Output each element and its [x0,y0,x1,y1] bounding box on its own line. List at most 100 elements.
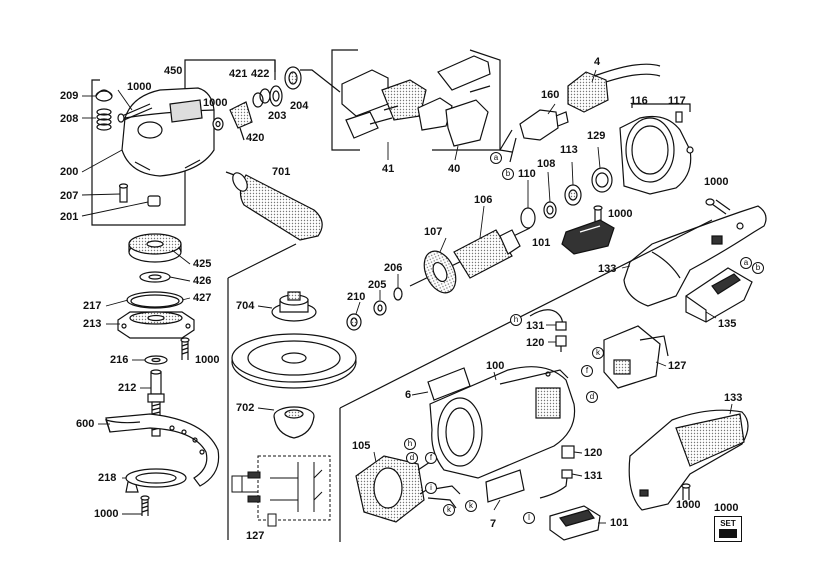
part-label-116: 116 [630,95,648,107]
label-6 [427,367,471,401]
part-label-701: 701 [272,166,291,178]
screw-1000-handle [705,198,731,215]
pin-207 [118,183,129,203]
screw-117 [675,111,683,123]
part-label-201: 201 [60,211,79,223]
connector-marker-h: h [510,314,522,326]
part-label-217: 217 [83,300,102,312]
part-label-218: 218 [98,472,117,484]
part-label-110: 110 [518,168,536,180]
connector-marker-d: d [406,452,418,464]
cover-101-bottom [549,505,601,541]
wheel-guard-600 [105,413,220,487]
connector-marker-a: a [490,152,502,164]
bearing-210 [346,313,362,331]
set-badge-icon [719,529,737,538]
power-cable-4 [567,63,661,113]
screw-1000-bottom [140,495,150,516]
part-label-1000: 1000 [704,176,729,188]
clamp-ring-218 [125,468,187,493]
part-label-135: 135 [718,318,737,330]
field-coil-105 [355,455,437,523]
connector-marker-f: f [581,365,593,377]
part-label-425: 425 [193,258,212,270]
part-label-133: 133 [724,392,743,404]
part-label-1000: 1000 [195,354,220,366]
bearing-204 [284,66,302,90]
terminal-120-top [555,335,567,352]
part-label-1000: 1000 [608,208,633,220]
rear-handle-133-lower [628,409,749,511]
part-label-127: 127 [246,530,265,542]
connector-marker-f: f [425,452,437,464]
part-label-421: 421 [229,68,248,80]
circlip-206 [393,287,403,301]
part-label-105: 105 [352,440,371,452]
part-label-1000: 1000 [127,81,152,93]
part-label-133: 133 [598,263,617,275]
part-label-100: 100 [486,360,505,372]
part-label-600: 600 [76,418,95,430]
part-label-120: 120 [526,337,545,349]
bearing-flange-213 [117,311,195,339]
screw-1000-flange [180,337,190,360]
cable-guard-160 [499,109,569,163]
part-label-120: 120 [584,447,603,459]
spring-208 [96,108,112,131]
flange-nut-704 [271,291,317,322]
screw-1000-cover [593,205,603,222]
connector-marker-k: k [592,347,604,359]
part-label-113: 113 [560,144,578,156]
pinion-420 [229,101,253,141]
circlip-217 [126,291,184,309]
part-label-117: 117 [668,95,686,107]
flange-702 [273,406,315,439]
part-label-127: 127 [668,360,687,372]
wire-131-bottom [539,469,573,499]
ring-108 [543,201,557,219]
part-label-420: 420 [246,132,265,144]
side-handle-701 [225,171,323,241]
part-label-106: 106 [474,194,493,206]
bracket-450 [300,69,341,93]
part-label-101: 101 [610,517,629,529]
bearing-203 [269,85,283,107]
part-label-213: 213 [83,318,102,330]
part-label-7: 7 [490,518,497,530]
grinding-disc [231,333,357,389]
part-label-107: 107 [424,226,443,238]
connector-marker-l: l [523,512,535,524]
label-7 [485,469,525,503]
part-label-1000: 1000 [94,508,119,520]
part-label-1000: 1000 [203,97,228,109]
part-label-210: 210 [347,291,366,303]
leader-lines [81,69,733,524]
bearing-129 [591,167,613,193]
part-label-212: 212 [118,382,137,394]
screw-1000-lower [681,483,691,500]
washer-426 [139,271,171,283]
bracket-116-117 [631,103,691,112]
part-label-702: 702 [236,402,255,414]
part-label-450: 450 [164,65,183,77]
part-label-4: 4 [594,56,601,68]
end-cap-116 [619,115,694,195]
part-label-108: 108 [537,158,556,170]
terminal-120-bottom [561,445,575,459]
gear-head-bracket [91,59,276,226]
connector-marker-b: b [502,168,514,180]
part-label-426: 426 [193,275,212,287]
rear-handle-133 [623,205,767,307]
part-label-207: 207 [60,190,79,202]
part-label-1000: 1000 [676,499,701,511]
part-label-203: 203 [268,110,287,122]
part-label-422: 422 [251,68,270,80]
fan-wheel-107 [423,250,457,294]
part-label-131: 131 [526,320,545,332]
part-label-41: 41 [382,163,395,175]
part-label-216: 216 [110,354,129,366]
fan-110 [520,207,536,229]
part-label-1000: 1000 [714,502,739,514]
bevel-gear-425 [128,233,182,263]
part-label-101: 101 [532,237,551,249]
